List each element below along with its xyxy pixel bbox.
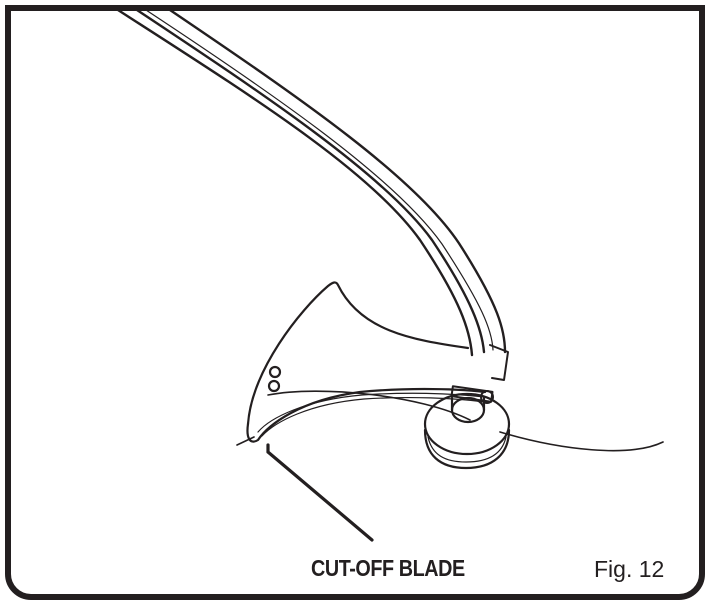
callout-leader-line xyxy=(266,443,374,542)
cut-off-blade-label: CUT-OFF BLADE xyxy=(311,555,465,581)
trimmer-guard xyxy=(246,281,487,443)
trimmer-shaft xyxy=(116,8,507,357)
trimmer-line xyxy=(236,390,664,452)
trimmer-head xyxy=(423,392,511,470)
figure-frame xyxy=(5,5,705,600)
figure-number: Fig. 12 xyxy=(594,556,665,582)
